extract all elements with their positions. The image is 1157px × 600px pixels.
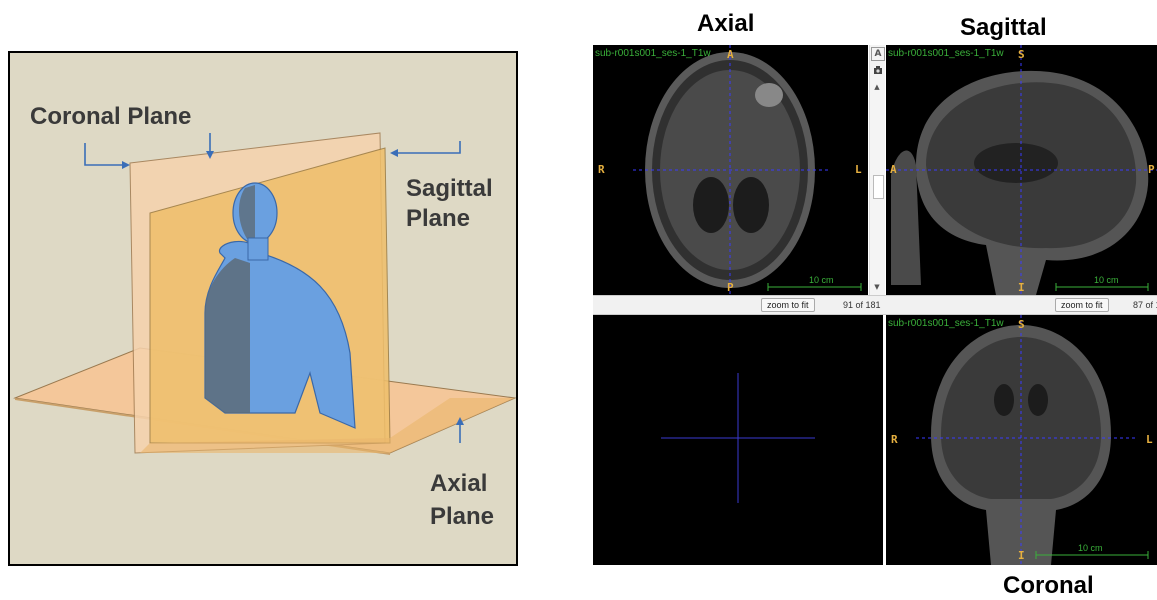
coronal-header: Coronal [1003, 572, 1094, 600]
axial-filename: sub-r001s001_ses-1_T1w [595, 48, 711, 59]
axial-scale-label: 10 cm [809, 275, 834, 285]
sagittal-orient-top: S [1018, 48, 1025, 61]
scroll-down-icon[interactable]: ▼ [871, 281, 883, 293]
axial-orient-top: A [727, 48, 734, 61]
axial-plane-label-line1: Axial [430, 470, 487, 498]
scroll-up-icon[interactable]: ▲ [871, 81, 883, 93]
axial-header: Axial [697, 10, 754, 38]
coronal-plane-label: Coronal Plane [30, 103, 191, 131]
coronal-brain-image [886, 315, 1157, 565]
scroll-thumb[interactable] [873, 175, 884, 199]
sagittal-filename: sub-r001s001_ses-1_T1w [888, 48, 1004, 59]
coronal-orient-left: R [891, 433, 898, 446]
axial-plane-label-line2: Plane [430, 503, 494, 531]
viewer-toolbar: zoom to fit 91 of 181 zoom to fit 87 of … [593, 295, 1157, 315]
axial-orient-bottom: P [727, 281, 734, 294]
coronal-orient-top: S [1018, 318, 1025, 331]
coronal-scale-label: 10 cm [1078, 543, 1103, 553]
render-view-pane[interactable] [593, 315, 883, 565]
axial-view-pane[interactable]: sub-r001s001_ses-1_T1w A R L P 10 cm [593, 45, 868, 295]
coronal-orient-bottom: I [1018, 549, 1025, 562]
coronal-view-pane[interactable]: sub-r001s001_ses-1_T1w S R L I 10 cm [886, 315, 1157, 565]
axial-brain-image [593, 45, 868, 295]
sagittal-plane-label-line1: Sagittal [406, 175, 493, 203]
sagittal-brain-image [886, 45, 1157, 295]
coronal-filename: sub-r001s001_ses-1_T1w [888, 318, 1004, 329]
sagittal-plane-label-line2: Plane [406, 205, 470, 233]
sagittal-slice-indicator: 87 of 1 [1133, 300, 1157, 310]
sagittal-header: Sagittal [960, 14, 1047, 42]
annotation-toggle-icon[interactable]: A [871, 47, 885, 61]
sagittal-scale-label: 10 cm [1094, 275, 1119, 285]
axial-slice-indicator: 91 of 181 [843, 300, 881, 310]
axial-orient-left: R [598, 163, 605, 176]
crosshair-graphic [593, 315, 883, 565]
coronal-orient-right: L [1146, 433, 1153, 446]
camera-icon[interactable] [872, 65, 884, 77]
sagittal-view-pane[interactable]: sub-r001s001_ses-1_T1w S A P I 10 cm [886, 45, 1157, 295]
sagittal-zoom-to-fit-button[interactable]: zoom to fit [1055, 298, 1109, 312]
sagittal-orient-bottom: I [1018, 281, 1025, 294]
axial-zoom-to-fit-button[interactable]: zoom to fit [761, 298, 815, 312]
sagittal-orient-right: P [1148, 163, 1155, 176]
axial-orient-right: L [855, 163, 862, 176]
anatomical-planes-illustration: Coronal Plane Sagittal Plane Axial Plane [8, 51, 518, 566]
sagittal-orient-left: A [890, 163, 897, 176]
axial-vertical-scrollbar[interactable]: A ▲ ▼ [869, 45, 885, 295]
